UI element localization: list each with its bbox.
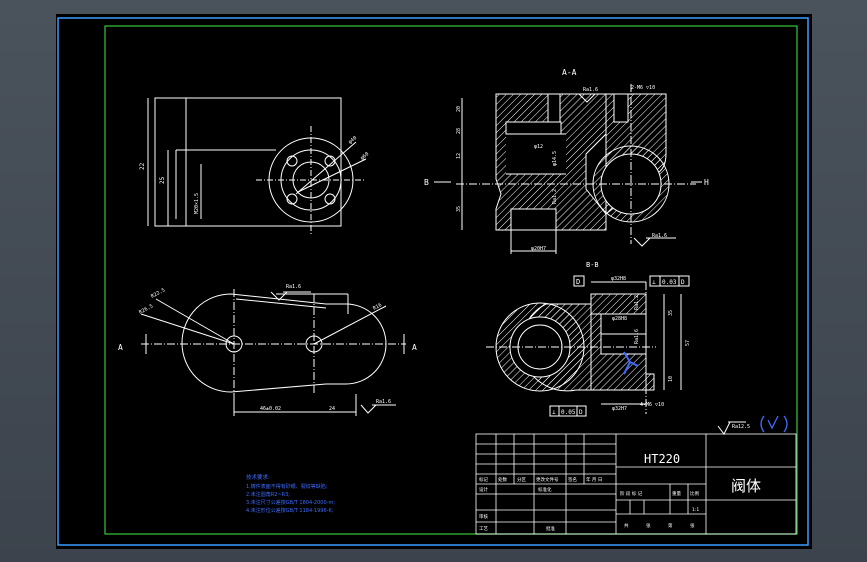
front-dim-h3: M20×1.5 (194, 193, 200, 214)
bb-dim-d1: φ32H8 (611, 276, 626, 282)
top-view (140, 289, 406, 416)
drawing-canvas[interactable]: 22 25 M20×1.5 φ40 φ60 A-A B (56, 14, 812, 549)
sheet-total-unit: 张 (646, 522, 651, 529)
aa-dim-d4: 35 (456, 206, 462, 212)
cad-viewport[interactable]: 22 25 M20×1.5 φ40 φ60 A-A B (56, 14, 812, 549)
material-label: HT220 (644, 452, 680, 466)
aa-roughness-top: Ra1.6 (583, 87, 598, 93)
bb-dim-thread: 4-M6 ▽10 (640, 402, 664, 408)
bb-tol-bottom-datum: D (579, 409, 583, 416)
bb-dim-d8: Ra1.6 (634, 329, 640, 344)
part-name: 阀体 (731, 477, 761, 495)
top-dim-r2: R26.5 (138, 303, 154, 315)
header-cell-date: 年 月 日 (586, 476, 602, 483)
aa-cut-right: H (704, 178, 709, 187)
bb-dim-d5: 57 (685, 340, 691, 346)
bb-cursor-mark (623, 351, 639, 375)
header-cell-doc: 更改文件号 (536, 476, 559, 483)
top-cut-left: A (118, 343, 123, 352)
aa-dim-d3: 12 (456, 153, 462, 159)
notes-line-2: 2.未注圆角R2~R3; (246, 491, 290, 498)
header-cell-sign: 签名 (568, 476, 577, 483)
aa-roughness-bottom: Ra1.6 (652, 233, 667, 239)
section-aa (456, 84, 696, 254)
header-cell-zone: 分区 (517, 476, 526, 483)
bb-section-label: B-B (586, 261, 599, 269)
top-roughness: Ra1.6 (286, 284, 301, 290)
bb-tol-bottom: ⊥ 0.05 D (549, 405, 587, 417)
aa-dim-d6: φ14.5 (552, 151, 558, 166)
top-dim-l1: 46±0.02 (260, 406, 281, 412)
stage-marks-label: 阶 段 标 记 (620, 490, 643, 497)
aa-dim-d5: φ12 (534, 144, 543, 150)
row-standard-label: 标准化 (538, 486, 552, 493)
top-dim-r3: R16 (372, 302, 383, 312)
drawing-border (104, 25, 798, 535)
aa-dim-d1: 20 (456, 106, 462, 112)
scale-label: 比例 (690, 490, 699, 497)
row-process-label: 工艺 (479, 526, 488, 532)
row-review-label: 审核 (479, 513, 488, 520)
bb-tol-bottom-value: 0.05 (561, 409, 576, 416)
title-block (475, 433, 797, 535)
bb-tol-top: ⊥ 0.03 D (649, 275, 690, 287)
bb-tol-top-datum: D (681, 279, 685, 286)
sheet-number-unit: 张 (690, 522, 695, 529)
roughness-bracket (760, 415, 788, 433)
header-cell-count: 处数 (498, 476, 507, 483)
notes-title: 技术要求: (246, 473, 270, 481)
top-dim-r1: R22.5 (150, 287, 166, 299)
bb-dim-d2: φ28H8 (612, 316, 627, 322)
bb-dim-d7: Ra1.2 (634, 295, 640, 310)
aa-thread-note: 2-M6 ▽10 (631, 85, 655, 91)
front-dim-r2: φ60 (359, 151, 370, 161)
bb-tol-bottom-symbol: ⊥ (552, 409, 556, 416)
section-bb (486, 281, 682, 414)
scale-value: 1:1 (692, 507, 699, 513)
bb-dim-d4: 35 (668, 310, 674, 316)
bb-tol-top-value: 0.03 (662, 279, 677, 286)
roughness-symbol-text: Ra12.5 (732, 424, 750, 430)
bb-tol-top-symbol: ⊥ (652, 279, 656, 286)
top-roughness-bottom: Ra1.6 (376, 399, 391, 405)
header-cell-mark: 标记 (479, 476, 488, 483)
top-cut-right: A (412, 343, 417, 352)
front-dim-h2: 25 (159, 176, 166, 184)
general-roughness: Ra12.5 (717, 415, 788, 435)
row-design-label: 设计 (479, 486, 488, 493)
sheet-total-label: 共 (624, 522, 629, 529)
title-header-cells: 标记 处数 分区 更改文件号 签名 年 月 日 设计 标准化 审核 工艺 批准 … (479, 476, 699, 532)
bb-dim-d3: φ32H7 (612, 406, 627, 412)
row-approve-label: 批准 (546, 525, 555, 532)
notes-line-3: 3.未注尺寸公差按GB/T 1804-2000-m; (246, 499, 335, 506)
aa-cut-left: B (424, 178, 429, 187)
weight-label: 重量 (672, 490, 681, 497)
aa-section-label: A-A (562, 68, 577, 77)
outer-frame (57, 17, 809, 546)
aa-dim-d2: 28 (456, 128, 462, 134)
bb-datum: D (576, 278, 580, 286)
bb-datum-box (573, 275, 585, 287)
bb-dim-d6: 10 (668, 376, 674, 382)
front-view (147, 97, 367, 234)
notes-line-4: 4.未注形位公差按GB/T 1184-1996-K; (246, 507, 334, 514)
aa-dim-d7: Ra1.2 (552, 189, 558, 204)
notes-line-1: 1.铸件表面不得有砂眼、裂纹等缺陷; (246, 483, 328, 490)
front-dim-h1: 22 (139, 162, 146, 170)
tech-notes: 技术要求: 1.铸件表面不得有砂眼、裂纹等缺陷; 2.未注圆角R2~R3; 3.… (246, 473, 335, 514)
front-dim-r1: φ40 (347, 135, 358, 145)
sheet-number-label: 第 (668, 522, 673, 529)
aa-dim-d8: φ20H7 (531, 246, 546, 252)
top-dim-l2: 24 (329, 406, 335, 412)
